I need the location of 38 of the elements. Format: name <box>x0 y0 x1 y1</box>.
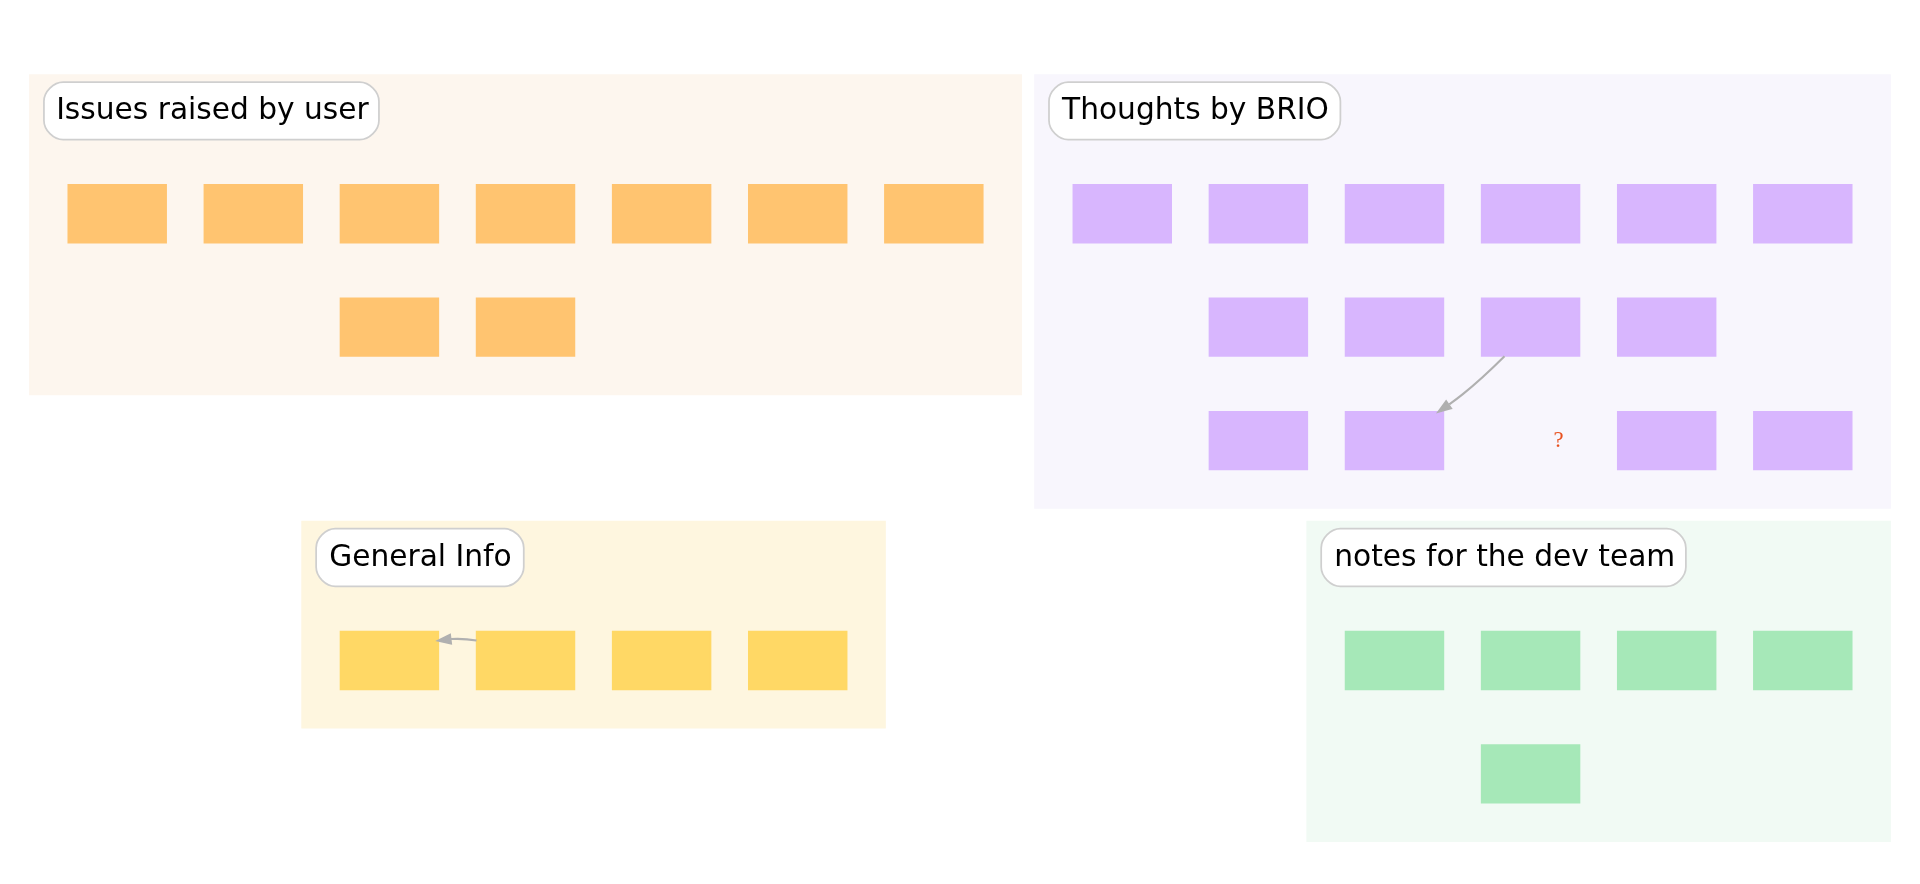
node-box <box>1208 297 1309 357</box>
node-box <box>1753 184 1853 244</box>
node-box <box>1480 184 1581 244</box>
node-box <box>1072 184 1172 244</box>
cluster: notes for the dev team <box>1306 520 1891 842</box>
node-box <box>1480 744 1581 804</box>
node-box <box>1344 630 1445 691</box>
node-box <box>1344 184 1445 244</box>
node-box <box>748 630 848 691</box>
node-box <box>611 184 712 244</box>
node-box <box>1344 297 1445 357</box>
node-box <box>475 184 576 244</box>
node-box <box>1344 410 1445 471</box>
node-box <box>339 184 440 244</box>
node-box <box>475 630 576 691</box>
label: ? <box>1553 426 1564 452</box>
node-box <box>1616 630 1717 691</box>
node-box <box>611 630 712 691</box>
node-box <box>1480 630 1581 691</box>
node-box <box>67 184 167 244</box>
arrow <box>1435 355 1506 414</box>
node-box <box>1480 297 1581 357</box>
node-box <box>1616 184 1717 244</box>
node-box <box>1208 410 1309 471</box>
node-box <box>203 184 304 244</box>
node-box <box>475 297 576 357</box>
arrow <box>435 633 477 645</box>
cluster: General Info <box>301 520 886 729</box>
cluster: Issues raised by user <box>29 74 1022 396</box>
node-box <box>1616 297 1717 357</box>
node-box <box>1753 630 1853 691</box>
node-box <box>1208 184 1309 244</box>
node-box <box>339 297 440 357</box>
node-box <box>339 630 440 691</box>
node-box <box>1753 410 1853 471</box>
node-box <box>884 184 984 244</box>
node-box <box>748 184 848 244</box>
node-box <box>1616 410 1717 471</box>
